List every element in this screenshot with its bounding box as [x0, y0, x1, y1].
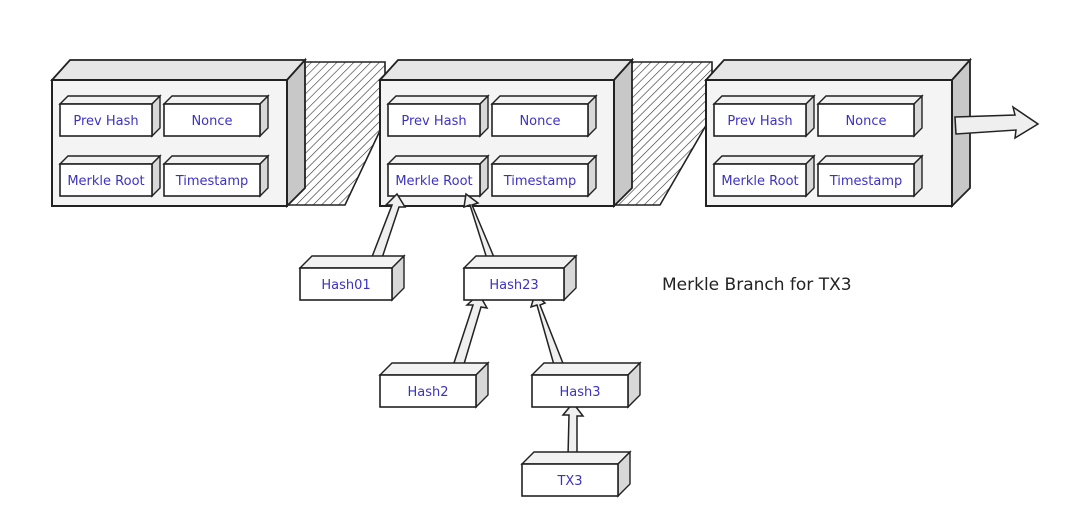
- block-3-merkle-root: Merkle Root: [712, 154, 816, 198]
- arrow-hash3-to-hash23: [529, 292, 568, 373]
- block-1-nonce-label: Nonce: [191, 114, 232, 129]
- block-2-prev-hash-label: Prev Hash: [401, 114, 466, 129]
- arrow-hash01-to-merkle-root: [368, 192, 407, 265]
- tx3-node: TX3: [520, 450, 632, 498]
- block-3-timestamp: Timestamp: [816, 154, 924, 198]
- block-1-nonce: Nonce: [162, 94, 270, 138]
- block-3-prev-hash-label: Prev Hash: [727, 114, 792, 129]
- hash2-node: Hash2: [378, 361, 490, 409]
- block-1-prev-hash: Prev Hash: [58, 94, 162, 138]
- hash2-node-label: Hash2: [407, 385, 448, 400]
- block-2-timestamp-label: Timestamp: [503, 174, 577, 189]
- block-1-prev-hash-label: Prev Hash: [73, 114, 138, 129]
- block-1-merkle-root-label: Merkle Root: [67, 174, 144, 189]
- next-block-arrow-icon: [954, 105, 1040, 140]
- block-2-timestamp: Timestamp: [490, 154, 598, 198]
- hash23-node-label: Hash23: [489, 278, 538, 293]
- hash3-node: Hash3: [530, 361, 642, 409]
- hash23-node: Hash23: [462, 254, 578, 302]
- tx3-node-label: TX3: [556, 474, 582, 489]
- block-1-timestamp-label: Timestamp: [175, 174, 249, 189]
- block-2-nonce-label: Nonce: [519, 114, 560, 129]
- block-3-nonce: Nonce: [816, 94, 924, 138]
- merkle-branch-caption: Merkle Branch for TX3: [662, 275, 852, 295]
- block-3-prev-hash: Prev Hash: [712, 94, 816, 138]
- block-3-timestamp-label: Timestamp: [829, 174, 903, 189]
- block-2-nonce: Nonce: [490, 94, 598, 138]
- block-3-nonce-label: Nonce: [845, 114, 886, 129]
- arrow-tx3-to-hash3: [561, 401, 585, 457]
- block-2-prev-hash: Prev Hash: [386, 94, 490, 138]
- arrow-hash23-to-merkle-root: [463, 192, 498, 263]
- block-2-merkle-root-label: Merkle Root: [395, 174, 472, 189]
- block-1-merkle-root: Merkle Root: [58, 154, 162, 198]
- block-3-merkle-root-label: Merkle Root: [721, 174, 798, 189]
- hash01-node: Hash01: [298, 254, 406, 302]
- hash01-node-label: Hash01: [321, 278, 370, 293]
- block-1-timestamp: Timestamp: [162, 154, 270, 198]
- arrow-hash2-to-hash23: [450, 292, 489, 375]
- hash3-node-label: Hash3: [559, 385, 600, 400]
- block-2-merkle-root: Merkle Root: [386, 154, 490, 198]
